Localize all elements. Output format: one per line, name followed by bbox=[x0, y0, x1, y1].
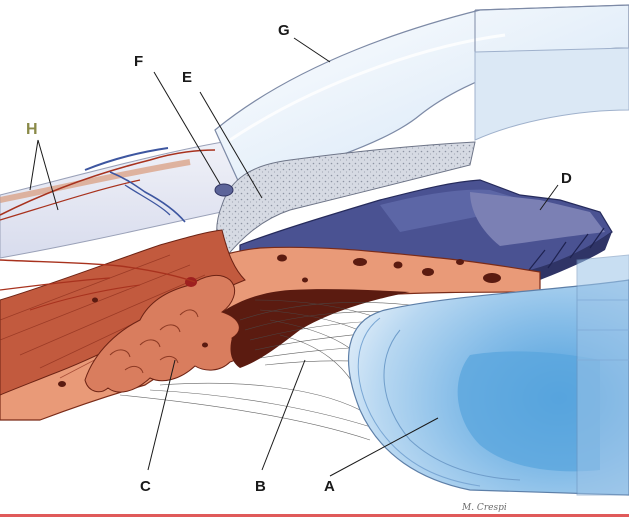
label-c: C bbox=[140, 478, 151, 495]
label-h: H bbox=[26, 121, 38, 138]
label-f: F bbox=[134, 53, 143, 70]
label-g: G bbox=[278, 22, 290, 39]
label-d: D bbox=[561, 170, 572, 187]
label-a: A bbox=[324, 478, 335, 495]
label-b: B bbox=[255, 478, 266, 495]
label-e: E bbox=[182, 69, 192, 86]
artist-signature: M. Crespi bbox=[461, 503, 507, 513]
bottom-rule bbox=[0, 514, 629, 517]
schlemms-canal bbox=[215, 184, 233, 196]
